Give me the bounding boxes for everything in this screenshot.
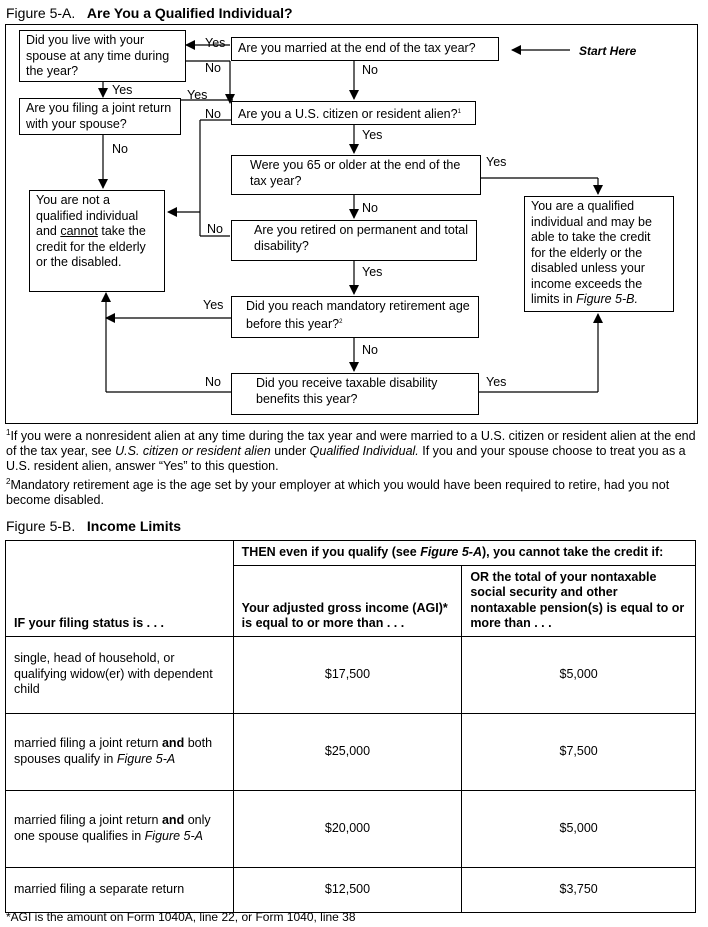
table-row: married filing a joint return and only o… — [5, 789, 696, 868]
citizen-question-text: Are you a U.S. citizen or resident alien… — [238, 107, 458, 122]
footnote-1-text-b: under — [270, 444, 310, 458]
agi-cell: $25,000 — [232, 712, 463, 791]
retired-question-box: Are you retired on permanent and total d… — [231, 220, 477, 261]
yes-label: Yes — [205, 36, 226, 50]
married-question-box: Are you married at the end of the tax ye… — [231, 37, 499, 61]
nontaxable-cell: $5,000 — [461, 789, 696, 868]
live-with-spouse-text: Did you live with your spouse at any tim… — [26, 33, 170, 78]
joint-return-text: Are you filing a joint return with your … — [26, 101, 172, 131]
agi-footnote: *AGI is the amount on Form 1040A, line 2… — [6, 910, 356, 924]
footnote-1-number: 1 — [6, 427, 11, 437]
filing-status-and: and — [161, 736, 185, 750]
qualified-box: You are a qualified individual and may b… — [524, 196, 674, 312]
married-question-text: Are you married at the end of the tax ye… — [238, 41, 476, 55]
nontaxable-cell: $7,500 — [461, 712, 696, 791]
figure-5b-heading: Income Limits — [86, 518, 182, 534]
table-row: married filing a separate return $12,500… — [5, 866, 696, 913]
agi-cell: $12,500 — [232, 866, 463, 913]
start-here-label: Start Here — [579, 44, 637, 58]
footnote-2-text: Mandatory retirement age is the age set … — [6, 478, 670, 507]
figure-5a-heading: Are You a Qualified Individual? — [86, 5, 293, 21]
flowchart-frame — [5, 24, 698, 424]
citizen-footnote-mark: 1 — [457, 109, 461, 115]
no-label: No — [205, 107, 221, 121]
no-label: No — [205, 61, 221, 75]
joint-return-box: Are you filing a joint return with your … — [19, 98, 181, 135]
filing-status-cell: married filing a separate return — [5, 866, 234, 913]
no-label: No — [362, 343, 378, 357]
filing-status-text-b: both spouses qualify in — [14, 736, 213, 766]
mandatory-retirement-text: Did you reach mandatory retirement age b… — [246, 299, 470, 331]
no-label: No — [112, 142, 128, 156]
no-label: No — [362, 63, 378, 77]
col-header-nontaxable: OR the total of your nontaxable social s… — [461, 564, 696, 637]
taxable-benefits-text: Did you receive taxable disability benef… — [256, 376, 438, 406]
yes-label: Yes — [112, 83, 133, 97]
agi-cell: $20,000 — [232, 789, 463, 868]
footnote-1-text-c: If you and your spouse choose to treat y… — [6, 444, 686, 473]
col-header-status: IF your filing status is . . . — [5, 540, 234, 637]
nontaxable-cell: $5,000 — [461, 635, 696, 714]
age-65-box: Were you 65 or older at the end of the t… — [231, 155, 481, 195]
then-text-a: THEN even if you qualify (see — [241, 545, 421, 559]
not-qualified-text-b: take the credit for the elderly or the d… — [36, 224, 146, 269]
filing-status-text-a: married filing a joint return — [14, 736, 162, 750]
figure-5b-label: Figure 5-B. — [6, 518, 76, 534]
citizen-question-box: Are you a U.S. citizen or resident alien… — [231, 101, 476, 125]
qualified-figure-ref: Figure 5-B. — [576, 292, 638, 306]
taxable-benefits-box: Did you receive taxable disability benef… — [231, 373, 479, 415]
yes-label: Yes — [203, 298, 224, 312]
qualified-text: You are a qualified individual and may b… — [531, 199, 652, 306]
table-row: single, head of household, or qualifying… — [5, 635, 696, 714]
no-label: No — [362, 201, 378, 215]
footnote-1-ref-a: U.S. citizen or resident alien — [115, 444, 271, 458]
yes-label: Yes — [486, 155, 507, 169]
footnote-2-number: 2 — [6, 476, 11, 486]
retired-question-text: Are you retired on permanent and total d… — [254, 223, 469, 253]
filing-status-cell: married filing a joint return and only o… — [5, 789, 234, 868]
filing-status-cell: single, head of household, or qualifying… — [5, 635, 234, 714]
income-limits-table: IF your filing status is . . . THEN even… — [5, 540, 697, 913]
then-text-b: ), you cannot take the credit if: — [482, 545, 664, 559]
footnote-1-ref-b: Qualified Individual. — [309, 444, 419, 458]
filing-status-text-b: only one spouse qualifies in — [14, 813, 211, 843]
mandatory-retirement-box: Did you reach mandatory retirement age b… — [231, 296, 479, 338]
footnote-1-text-a: If you were a nonresident alien at any t… — [6, 429, 696, 458]
table-header-row: IF your filing status is . . . THEN even… — [5, 540, 697, 637]
yes-label: Yes — [486, 375, 507, 389]
filing-status-figure-ref: Figure 5-A — [144, 828, 204, 843]
mandatory-footnote-mark: 2 — [339, 318, 343, 325]
figure-5a-title: Figure 5-A. Are You a Qualified Individu… — [6, 5, 293, 21]
filing-status-and: and — [161, 813, 185, 827]
footnote-1: 1If you were a nonresident alien at any … — [6, 427, 702, 474]
agi-cell: $17,500 — [232, 635, 463, 714]
no-label: No — [207, 222, 223, 236]
not-qualified-cannot: cannot — [60, 224, 98, 238]
col-header-then: THEN even if you qualify (see Figure 5-A… — [232, 540, 697, 566]
filing-status-cell: married filing a joint return and both s… — [5, 712, 234, 791]
col-header-agi: Your adjusted gross income (AGI)* is equ… — [232, 564, 463, 637]
age-65-text: Were you 65 or older at the end of the t… — [250, 158, 461, 188]
yes-label: Yes — [362, 128, 383, 142]
not-qualified-box: You are not a qualified individual and c… — [29, 190, 165, 292]
yes-label: Yes — [362, 265, 383, 279]
figure-5b-title: Figure 5-B. Income Limits — [6, 518, 181, 534]
filing-status-text-a: married filing a joint return — [14, 813, 162, 827]
then-figure-ref: Figure 5-A — [420, 545, 482, 559]
flowchart-connectors — [98, 40, 603, 393]
not-qualified-text-a: You are not a qualified individual and — [36, 193, 139, 238]
footnote-2: 2Mandatory retirement age is the age set… — [6, 476, 702, 508]
figure-5a-label: Figure 5-A. — [6, 5, 76, 21]
live-with-spouse-box: Did you live with your spouse at any tim… — [19, 30, 186, 82]
nontaxable-cell: $3,750 — [461, 866, 696, 913]
filing-status-figure-ref: Figure 5-A — [116, 751, 176, 766]
no-label: No — [205, 375, 221, 389]
yes-label: Yes — [187, 88, 208, 102]
table-row: married filing a joint return and both s… — [5, 712, 696, 791]
